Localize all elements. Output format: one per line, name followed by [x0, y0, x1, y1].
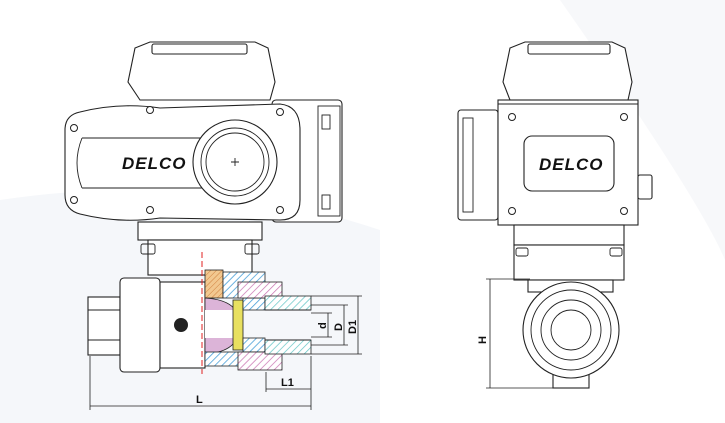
right-dimensions: H — [477, 278, 553, 389]
side-plate — [462, 117, 474, 213]
handle-band — [76, 137, 210, 189]
indicator-window-inner — [205, 132, 265, 192]
label-L: L — [196, 394, 203, 406]
bore-lines — [265, 309, 311, 341]
end-connector-top — [264, 295, 312, 311]
logo-mark — [174, 318, 188, 332]
cover-ridge — [527, 43, 611, 55]
seat-seal — [232, 299, 244, 351]
union-nut-left — [119, 277, 161, 373]
union-nut-top — [237, 281, 283, 299]
mounting-flange — [513, 224, 625, 246]
side-slot — [321, 194, 331, 210]
stem — [204, 269, 224, 299]
union-nut-end — [522, 281, 620, 379]
dim-L1 — [265, 356, 312, 410]
pipe-end-left — [87, 296, 121, 356]
bracket-slot — [140, 243, 156, 255]
left-dimensions: d D D1 L1 L — [89, 295, 362, 410]
brand-label-right: DELCO — [539, 155, 604, 174]
label-L1: L1 — [281, 377, 294, 389]
screw-icon — [508, 207, 516, 215]
label-H: H — [477, 336, 489, 344]
actuator-top-cover — [127, 41, 276, 101]
mounting-bracket — [147, 239, 253, 276]
left-actuator: DELCO — [64, 41, 343, 276]
union-nut-bottom — [237, 351, 283, 371]
body-section — [242, 337, 266, 353]
screw-icon — [70, 124, 78, 132]
screw-icon — [276, 206, 284, 214]
mounting-bracket — [513, 244, 625, 281]
right-actuator: DELCO — [457, 41, 653, 281]
cable-gland — [637, 174, 653, 200]
screw-icon — [146, 106, 154, 114]
label-d: d — [317, 322, 329, 329]
side-slot — [321, 114, 331, 130]
union-nut-inner — [530, 289, 612, 371]
bore-end — [550, 309, 592, 351]
label-D1: D1 — [347, 320, 359, 334]
screw-icon — [620, 207, 628, 215]
bracket-slot — [609, 247, 623, 257]
body-section — [242, 297, 266, 311]
dim-D — [311, 304, 348, 346]
side-housing — [457, 109, 499, 221]
bracket-slot — [244, 243, 260, 255]
screw-icon — [508, 113, 516, 121]
dim-H — [486, 278, 553, 389]
screw-icon — [620, 113, 628, 121]
right-valve-end-view — [522, 279, 620, 389]
dim-d — [311, 312, 332, 338]
screw-icon — [70, 196, 78, 204]
screw-icon — [276, 108, 284, 116]
background-shape — [560, 0, 725, 260]
cover-ridge — [151, 43, 248, 55]
indicator-window — [200, 127, 270, 197]
dim-D1 — [311, 295, 362, 355]
left-valve-section — [87, 252, 312, 374]
pipe-lines — [88, 309, 120, 341]
connector-ring — [540, 299, 602, 361]
bore — [205, 310, 235, 338]
end-connector-bottom — [264, 339, 312, 355]
label-D: D — [333, 323, 345, 331]
bracket-slot — [515, 247, 529, 257]
screw-icon — [146, 206, 154, 214]
actuator-top-cover — [502, 41, 633, 101]
side-plate — [317, 105, 341, 217]
nameplate — [523, 135, 615, 192]
brand-label-left: DELCO — [122, 154, 187, 173]
dim-L — [89, 356, 311, 410]
mounting-flange — [137, 221, 263, 241]
center-cross-icon — [231, 158, 239, 166]
